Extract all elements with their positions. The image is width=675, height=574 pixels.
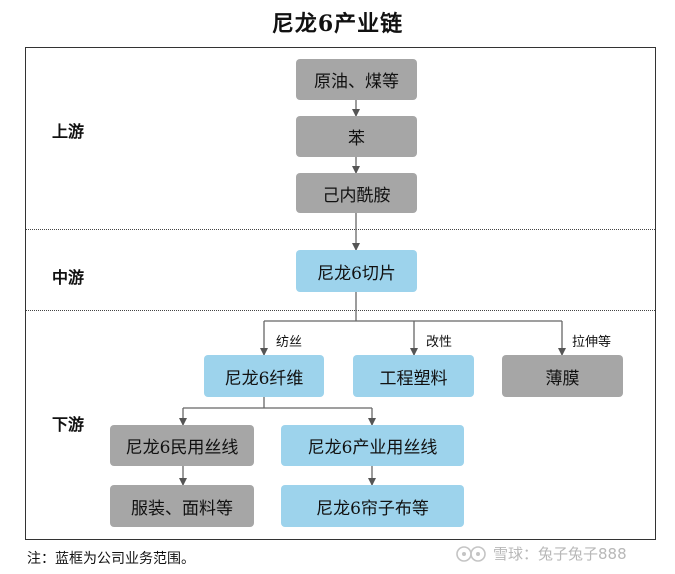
diagram-frame: [25, 47, 656, 540]
node-engineering-plastics: 工程塑料: [353, 355, 474, 397]
node-nylon6-chips: 尼龙6切片: [296, 250, 417, 292]
node-crude-coal: 原油、煤等: [296, 59, 417, 100]
midstream-downstream-divider: [26, 310, 655, 311]
edge-label-spinning: 纺丝: [276, 335, 303, 350]
stage-upstream-label: 上游: [52, 122, 85, 141]
node-caprolactam: 己内酰胺: [296, 173, 417, 213]
node-industrial-yarn: 尼龙6产业用丝线: [281, 425, 464, 466]
watermark: 雪球：兔子兔子888: [456, 543, 627, 564]
stage-downstream-label: 下游: [52, 415, 85, 434]
node-civil-yarn: 尼龙6民用丝线: [110, 425, 254, 466]
snowball-logo-icon: [456, 545, 486, 562]
node-benzene: 苯: [296, 116, 417, 157]
node-film: 薄膜: [502, 355, 623, 397]
footnote: 注：蓝框为公司业务范围。: [27, 551, 195, 567]
edge-label-modification: 改性: [426, 335, 453, 350]
node-nylon6-fiber: 尼龙6纤维: [204, 355, 324, 397]
upstream-midstream-divider: [26, 229, 655, 230]
stage-midstream-label: 中游: [52, 268, 85, 287]
edge-label-stretching: 拉伸等: [572, 335, 612, 350]
node-tire-cord: 尼龙6帘子布等: [281, 485, 464, 527]
diagram-title: 尼龙6产业链: [271, 11, 404, 37]
node-apparel-fabric: 服装、面料等: [110, 485, 254, 527]
watermark-text: 雪球：兔子兔子888: [493, 545, 627, 563]
